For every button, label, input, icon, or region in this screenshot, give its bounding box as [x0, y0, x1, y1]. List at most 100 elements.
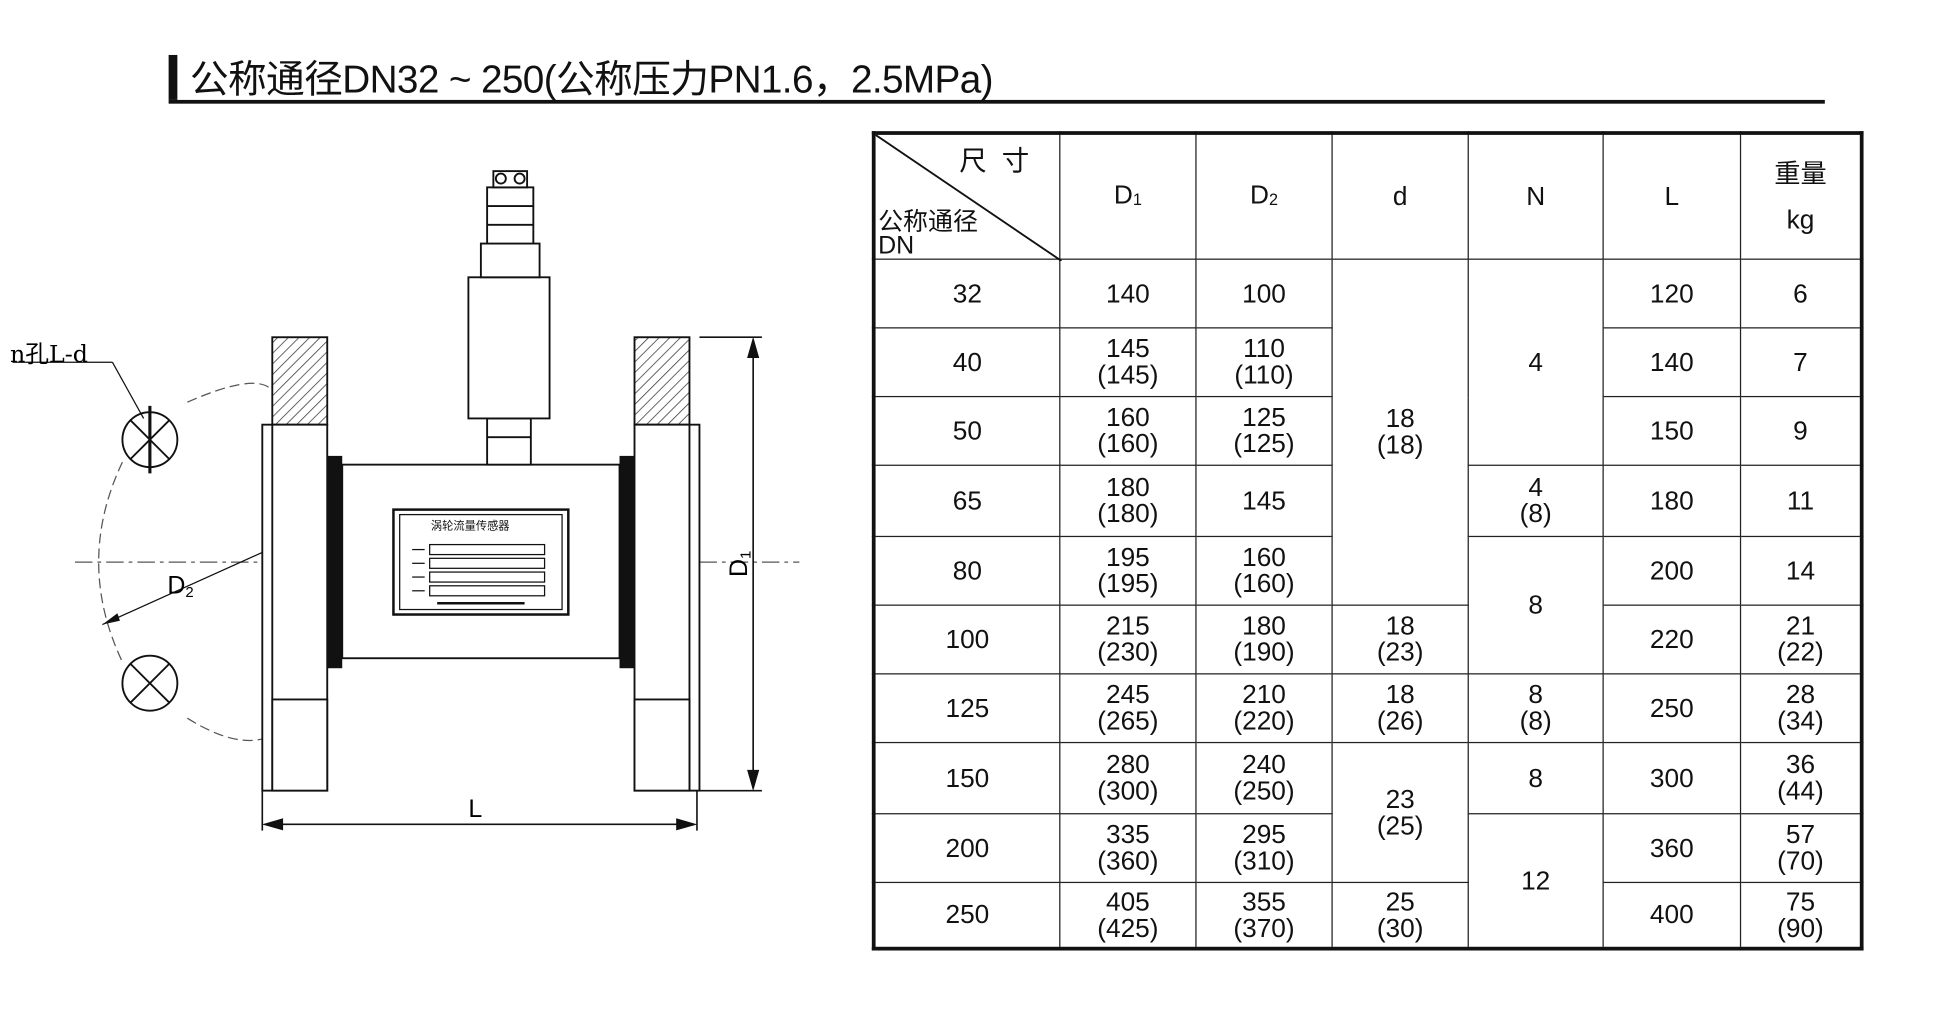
cell-line: (44)	[1777, 776, 1824, 806]
cell-d1: 180(180)	[1059, 464, 1197, 538]
cell-dn: 40	[873, 327, 1061, 398]
cell-line: 335	[1105, 820, 1150, 850]
cell-d2: 145	[1195, 464, 1333, 538]
d2-dimension-line	[102, 549, 269, 626]
cell-l: 140	[1602, 327, 1742, 398]
cell-line: 8	[1528, 680, 1543, 710]
cell-d1: 145(145)	[1059, 327, 1197, 398]
cell-weight: 28(34)	[1739, 673, 1863, 744]
header-n: N	[1467, 132, 1604, 260]
d1-label: D1	[725, 551, 755, 577]
cell-dn: 80	[873, 535, 1061, 606]
cell-d: 18(18)	[1331, 258, 1469, 606]
cell-line: (8)	[1519, 706, 1552, 736]
cell-line: 12	[1521, 866, 1551, 895]
cell-l: 150	[1602, 395, 1742, 466]
cell-line: (220)	[1233, 706, 1295, 736]
cell-dn: 150	[873, 741, 1061, 815]
cell-line: 245	[1105, 680, 1150, 710]
hole-label: n孔L-d	[10, 340, 88, 368]
cell-line: 4	[1528, 347, 1543, 377]
heading-text: 公称通径DN32 ~ 250(公称压力PN1.6，2.5MPa)	[189, 57, 994, 102]
cell-line: 7	[1793, 347, 1808, 377]
cell-line: (310)	[1233, 846, 1295, 876]
size-label: 尺寸	[959, 144, 1045, 177]
cell-n: 4(8)	[1467, 464, 1604, 538]
cell-l: 400	[1602, 881, 1742, 950]
cell-weight: 6	[1739, 258, 1863, 329]
cell-d1: 160(160)	[1059, 395, 1197, 466]
length-label: L	[468, 795, 482, 823]
cell-d2: 210(220)	[1195, 673, 1333, 744]
hole-leader	[111, 361, 145, 419]
cell-line: 110	[1243, 334, 1285, 364]
cell-l: 220	[1602, 604, 1742, 675]
cell-line: (190)	[1233, 638, 1295, 667]
cell-line: 8	[1528, 763, 1543, 793]
cell-line: (370)	[1233, 913, 1295, 943]
cell-line: 145	[1242, 486, 1286, 516]
cell-line: 18	[1385, 680, 1415, 710]
cell-line: (125)	[1233, 429, 1295, 459]
cell-n: 8	[1467, 741, 1604, 815]
cell-d1: 280(300)	[1059, 741, 1197, 815]
cell-line: (195)	[1097, 569, 1159, 599]
cell-line: (230)	[1097, 638, 1159, 667]
cell-line: 160	[1105, 403, 1150, 433]
bolt-hole-top-icon	[121, 405, 179, 474]
cell-weight: 75(90)	[1739, 881, 1863, 950]
cell-d1: 195(195)	[1059, 535, 1197, 606]
cell-l: 300	[1602, 741, 1742, 815]
cell-line: (70)	[1777, 846, 1824, 876]
cell-line: (18)	[1376, 430, 1424, 460]
cell-line: (360)	[1097, 846, 1159, 876]
cell-line: 280	[1105, 750, 1150, 780]
cell-line: (34)	[1777, 706, 1824, 736]
cell-line: 180	[1105, 473, 1150, 503]
cell-line: 180	[1242, 612, 1286, 641]
header-d: d	[1331, 132, 1469, 260]
cell-dn: 250	[873, 881, 1061, 950]
header-d1: D1	[1059, 132, 1197, 260]
cell-l: 360	[1602, 813, 1742, 884]
cell-line: 36	[1785, 750, 1816, 780]
cell-line: 28	[1785, 680, 1816, 710]
cell-dn: 50	[873, 395, 1061, 466]
cell-weight: 7	[1739, 327, 1863, 398]
cell-d2: 100	[1195, 258, 1333, 329]
cell-line: 75	[1785, 887, 1816, 917]
cell-d2: 295(310)	[1195, 813, 1333, 884]
cell-line: 25	[1385, 887, 1415, 917]
cell-line: (30)	[1376, 913, 1424, 943]
cell-line: 160	[1242, 543, 1286, 573]
cell-weight: 11	[1739, 464, 1863, 538]
cell-d1: 140	[1059, 258, 1197, 329]
cell-dn: 32	[873, 258, 1061, 329]
svg-text:涡轮流量传感器: 涡轮流量传感器	[431, 519, 510, 533]
cell-line: (425)	[1097, 913, 1159, 943]
cell-line: (26)	[1376, 706, 1424, 736]
header-d2: D2	[1195, 132, 1333, 260]
cell-d: 18(26)	[1331, 673, 1469, 744]
cell-n: 8(8)	[1467, 673, 1604, 744]
cell-line: 4	[1528, 473, 1543, 503]
cell-l: 200	[1602, 535, 1742, 606]
cell-line: (145)	[1097, 360, 1159, 390]
cell-l: 120	[1602, 258, 1742, 329]
cell-d2: 110(110)	[1195, 327, 1333, 398]
cell-d1: 215(230)	[1059, 604, 1197, 675]
cell-line: 215	[1105, 612, 1150, 641]
cell-line: (160)	[1233, 569, 1295, 599]
cell-d1: 405(425)	[1059, 881, 1197, 950]
cell-d: 23(25)	[1331, 741, 1469, 884]
cell-line: (160)	[1097, 429, 1159, 459]
section-heading: 公称通径DN32 ~ 250(公称压力PN1.6，2.5MPa)	[168, 45, 1825, 104]
cell-weight: 36(44)	[1739, 741, 1863, 815]
